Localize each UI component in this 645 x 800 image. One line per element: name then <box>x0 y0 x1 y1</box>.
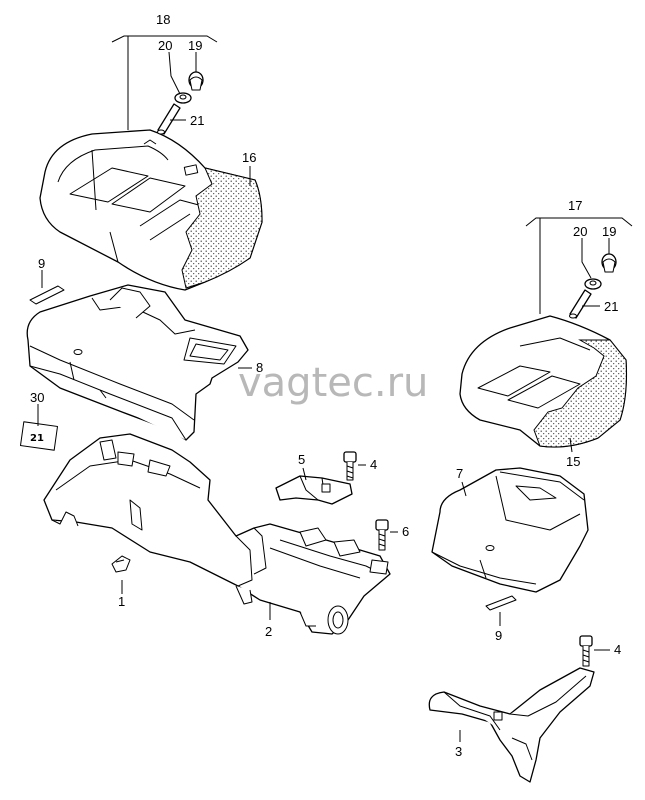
callout-7: 7 <box>456 466 463 481</box>
bolt-lower <box>375 519 389 551</box>
callout-labels: 18 20 19 21 16 9 8 30 5 4 6 1 2 17 20 19… <box>30 12 621 759</box>
callout-1: 1 <box>118 594 125 609</box>
right-bracket <box>428 667 595 783</box>
callout-21-right: 21 <box>604 299 618 314</box>
callout-30: 30 <box>30 390 44 405</box>
callout-20-left: 20 <box>158 38 172 53</box>
callout-15: 15 <box>566 454 580 469</box>
left-seat-pan <box>26 284 249 441</box>
left-bracket <box>275 475 353 505</box>
left-insert-strip <box>29 285 65 305</box>
bolt-right <box>579 635 593 667</box>
left-seat-cushion <box>39 129 263 291</box>
callout-3: 3 <box>455 744 462 759</box>
svg-text:21: 21 <box>30 433 44 444</box>
callout-19-left: 19 <box>188 38 202 53</box>
right-fastener-set <box>569 253 617 319</box>
clip-part <box>111 555 131 573</box>
label-plate: 21 <box>19 421 59 451</box>
callout-4-right: 4 <box>614 642 621 657</box>
right-insert-strip <box>485 595 517 611</box>
callout-18: 18 <box>156 12 170 27</box>
seat-frame <box>43 433 391 635</box>
callout-6: 6 <box>402 524 409 539</box>
callout-20-right: 20 <box>573 224 587 239</box>
callout-8: 8 <box>256 360 263 375</box>
callout-4-upper: 4 <box>370 457 377 472</box>
watermark-text: vagtec.ru <box>238 360 428 406</box>
callout-2: 2 <box>265 624 272 639</box>
callout-9-right: 9 <box>495 628 502 643</box>
callout-5: 5 <box>298 452 305 467</box>
callout-9-left: 9 <box>38 256 45 271</box>
bolt-upper <box>343 451 357 481</box>
callout-17: 17 <box>568 198 582 213</box>
right-seat-cushion <box>459 315 628 448</box>
callout-21-left: 21 <box>190 113 204 128</box>
left-fastener-set <box>157 71 204 135</box>
right-seat-pan <box>431 467 589 593</box>
callout-19-right: 19 <box>602 224 616 239</box>
leader-lines <box>37 35 633 742</box>
callout-16: 16 <box>242 150 256 165</box>
